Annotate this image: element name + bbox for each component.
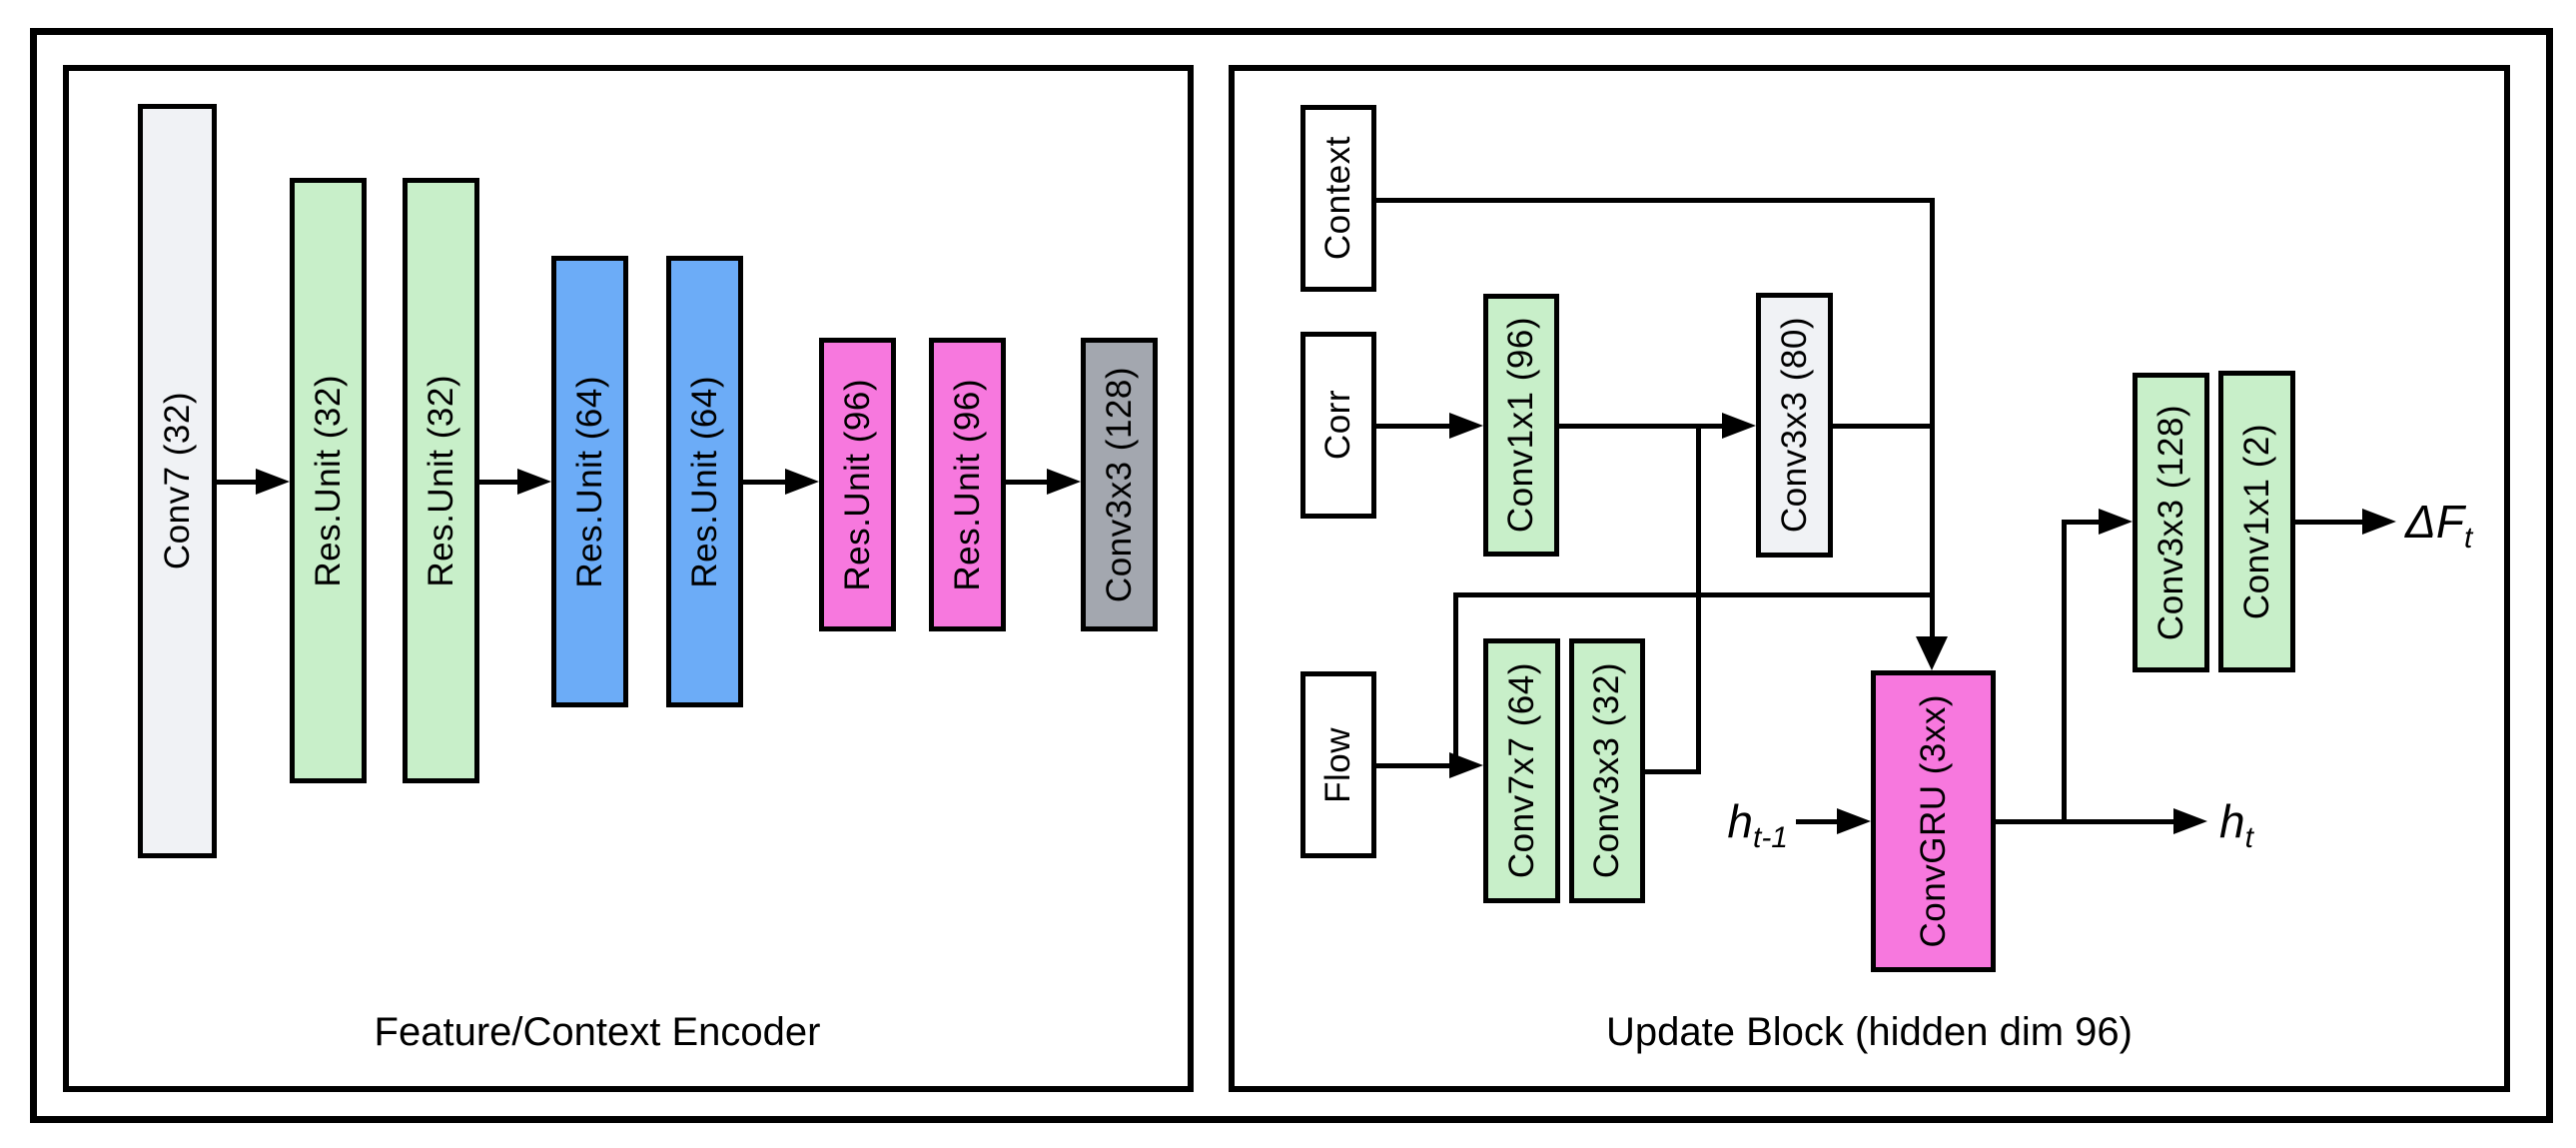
update-block-panel bbox=[1229, 65, 2510, 1092]
node-flow: Flow bbox=[1300, 671, 1376, 858]
node-label: Res.Unit (64) bbox=[569, 375, 609, 588]
node-resunit64-1: Res.Unit (64) bbox=[551, 256, 628, 707]
h-next-sub: t bbox=[2244, 821, 2253, 854]
edge-conv7-to-resunit32 bbox=[217, 480, 258, 485]
edge-conv3x3-32-out bbox=[1645, 769, 1699, 774]
left-panel-title: Feature/Context Encoder bbox=[374, 1010, 821, 1054]
edge-resunit64-to-resunit96 bbox=[743, 480, 787, 485]
node-resunit96-1: Res.Unit (96) bbox=[819, 338, 896, 631]
arrowhead-delta-flow bbox=[2362, 509, 2396, 535]
label-h-prev: ht-1 bbox=[1590, 781, 1788, 861]
edge-hprev-to-convgru bbox=[1796, 819, 1839, 824]
feature-context-encoder-panel bbox=[63, 65, 1194, 1092]
edge-flow-skip-h bbox=[1453, 592, 1935, 597]
node-label: Corr bbox=[1318, 390, 1357, 461]
edge-corr-to-conv1x1 bbox=[1376, 424, 1451, 429]
node-conv1x1-2: Conv1x1 (2) bbox=[2218, 371, 2295, 672]
node-label: Conv7x7 (64) bbox=[1501, 662, 1541, 879]
node-label: Conv1x1 (2) bbox=[2236, 423, 2276, 620]
arrowhead-resunit32-input bbox=[256, 469, 290, 495]
edge-context-out-h bbox=[1376, 198, 1932, 203]
edge-conv3x3-80-out bbox=[1833, 424, 1935, 429]
edge-resunit32-to-resunit64 bbox=[479, 480, 519, 485]
arrowhead-conv3x3-input bbox=[1047, 469, 1081, 495]
node-label: ConvGRU (3xx) bbox=[1913, 694, 1953, 948]
node-label: Res.Unit (32) bbox=[421, 374, 460, 587]
arrowhead-resunit96-input bbox=[785, 469, 819, 495]
right-panel-title: Update Block (hidden dim 96) bbox=[1606, 1010, 2133, 1054]
arrowhead-conv1x1-96-input bbox=[1449, 413, 1483, 439]
arrowhead-convgru-top-input bbox=[1916, 636, 1948, 670]
edge-gru-input-riser bbox=[1930, 198, 1935, 639]
edge-convgru-out bbox=[1996, 819, 2173, 824]
edge-resunit96-to-conv3x3 bbox=[1006, 480, 1049, 485]
delta-flow-sub: t bbox=[2463, 522, 2473, 555]
node-resunit64-2: Res.Unit (64) bbox=[666, 256, 743, 707]
node-label: Flow bbox=[1318, 726, 1357, 803]
node-label: Conv3x3 (128) bbox=[2150, 404, 2190, 641]
node-label: Res.Unit (32) bbox=[308, 374, 348, 587]
arrowhead-convgru-left-input bbox=[1837, 808, 1871, 834]
node-corr: Corr bbox=[1300, 332, 1376, 519]
edge-to-conv3x3-128 bbox=[2062, 520, 2099, 525]
node-label: Res.Unit (64) bbox=[684, 375, 724, 588]
node-label: Conv1x1 (96) bbox=[1501, 317, 1540, 534]
label-delta-flow: ΔFt bbox=[2405, 482, 2472, 562]
node-label: Context bbox=[1318, 136, 1357, 261]
delta-flow-base: ΔF bbox=[2405, 496, 2464, 548]
label-h-next: ht bbox=[2219, 781, 2253, 861]
node-resunit32-1: Res.Unit (32) bbox=[290, 178, 367, 783]
node-context: Context bbox=[1300, 105, 1376, 292]
node-conv3x3-128-encoder: Conv3x3 (128) bbox=[1081, 338, 1158, 631]
node-label: Conv3x3 (80) bbox=[1774, 317, 1814, 534]
edge-conv1x1-to-conv3x3-80 bbox=[1559, 424, 1724, 429]
edge-flow-to-conv7x7 bbox=[1376, 763, 1451, 768]
node-conv3x3-32: Conv3x3 (32) bbox=[1569, 638, 1645, 903]
arrowhead-conv3x3-80-input bbox=[1722, 413, 1756, 439]
node-label: Res.Unit (96) bbox=[947, 378, 987, 591]
node-conv3x3-80: Conv3x3 (80) bbox=[1756, 293, 1833, 558]
node-label: Conv3x3 (128) bbox=[1099, 366, 1139, 603]
edge-conv3x3-32-riser bbox=[1696, 424, 1701, 774]
edge-gru-up-riser bbox=[2062, 520, 2067, 824]
arrowhead-h-next bbox=[2173, 808, 2207, 834]
h-next-base: h bbox=[2219, 795, 2245, 847]
node-resunit32-2: Res.Unit (32) bbox=[403, 178, 479, 783]
node-conv1x1-96: Conv1x1 (96) bbox=[1483, 294, 1559, 557]
node-conv7x7-64: Conv7x7 (64) bbox=[1483, 638, 1560, 903]
node-convgru: ConvGRU (3xx) bbox=[1871, 670, 1996, 972]
node-label: Conv7 (32) bbox=[157, 392, 197, 571]
edge-flow-skip-riser bbox=[1453, 592, 1458, 770]
node-conv7-32: Conv7 (32) bbox=[138, 104, 217, 858]
arrowhead-conv7x7-input bbox=[1449, 752, 1483, 778]
node-label: Res.Unit (96) bbox=[837, 378, 877, 591]
arrowhead-conv3x3-128-input bbox=[2099, 509, 2133, 535]
h-prev-sub: t-1 bbox=[1752, 821, 1788, 854]
h-prev-base: h bbox=[1727, 795, 1753, 847]
arrowhead-resunit64-input bbox=[517, 469, 551, 495]
node-resunit96-2: Res.Unit (96) bbox=[929, 338, 1006, 631]
node-conv3x3-128-update: Conv3x3 (128) bbox=[2133, 373, 2209, 672]
edge-delta-flow-out bbox=[2295, 520, 2362, 525]
